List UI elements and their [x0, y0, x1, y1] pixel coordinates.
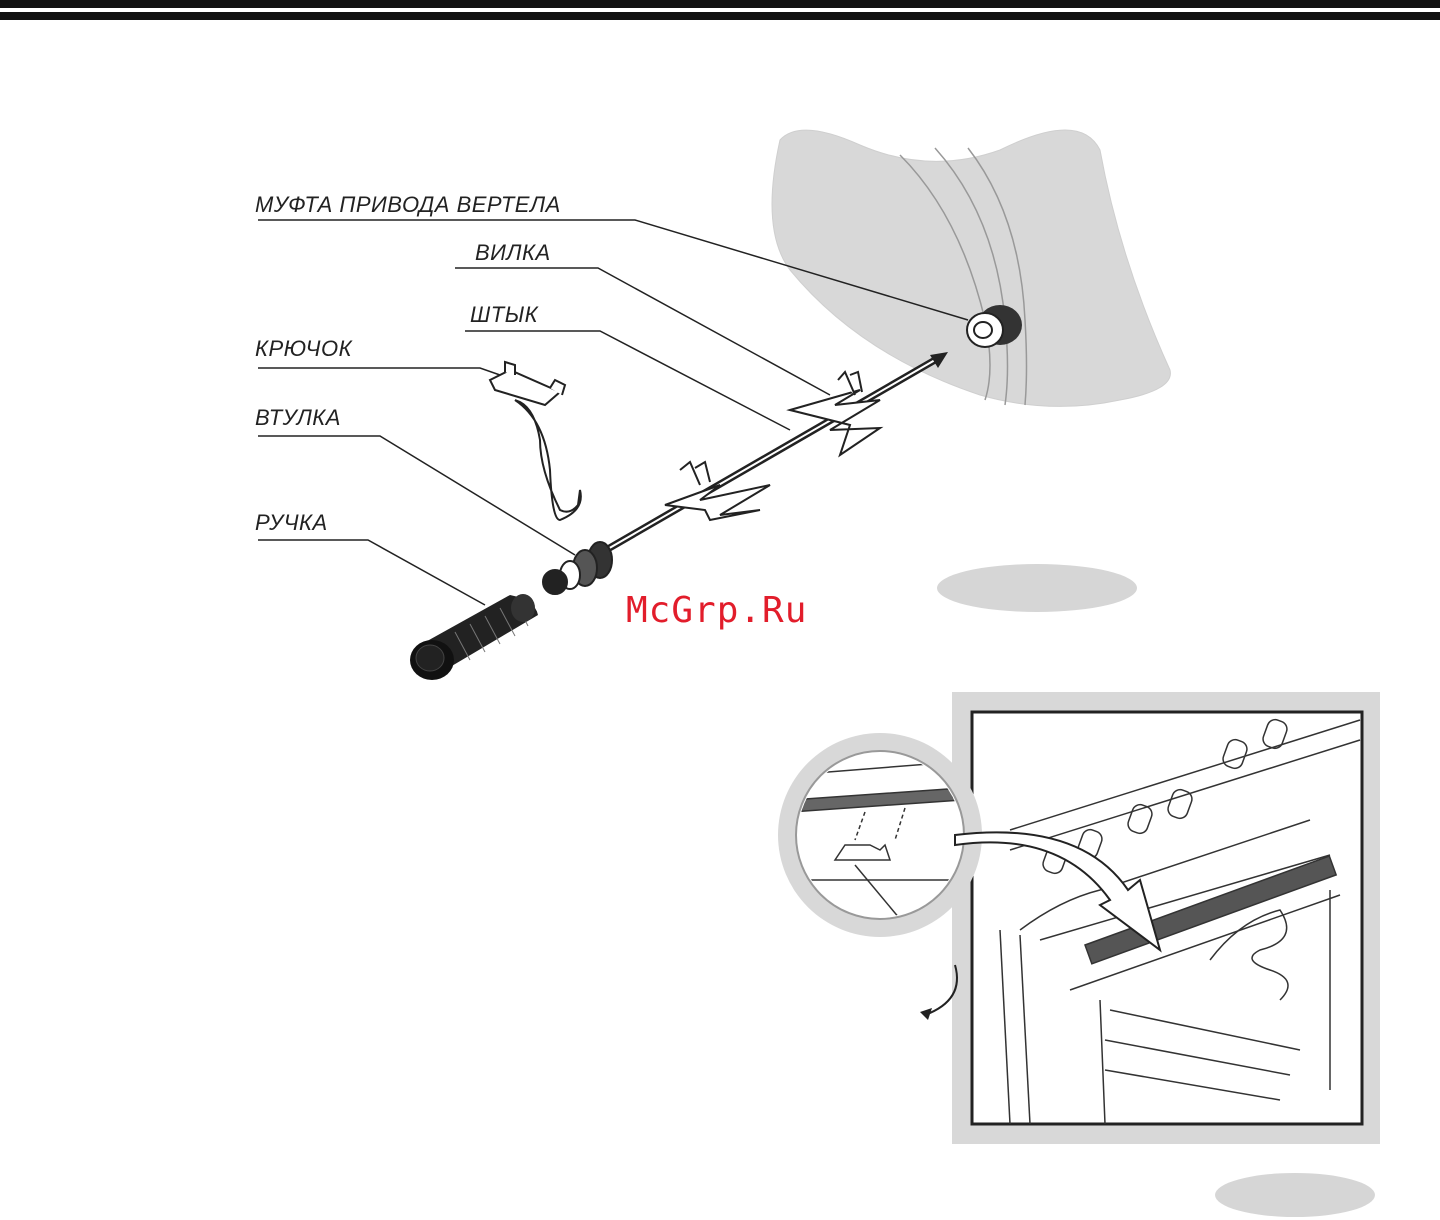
bushing-icon: [543, 542, 612, 594]
watermark: McGrp.Ru: [626, 590, 807, 631]
label-spit: ШТЫК: [470, 302, 538, 328]
figure-oval-2: [1215, 1173, 1375, 1217]
oven-wall-shape: [772, 130, 1170, 406]
spit-icon: [580, 352, 948, 565]
label-bushing: ВТУЛКА: [255, 405, 341, 431]
label-coupling: МУФТА ПРИВОДА ВЕРТЕЛА: [255, 192, 561, 218]
hook-icon: [490, 362, 581, 520]
label-fork: ВИЛКА: [475, 240, 551, 266]
handle-icon: [410, 594, 538, 680]
label-handle: РУЧКА: [255, 510, 328, 536]
label-hook: КРЮЧОК: [255, 336, 352, 362]
figure-oval-1: [937, 564, 1137, 612]
fork-icon: [665, 372, 880, 520]
